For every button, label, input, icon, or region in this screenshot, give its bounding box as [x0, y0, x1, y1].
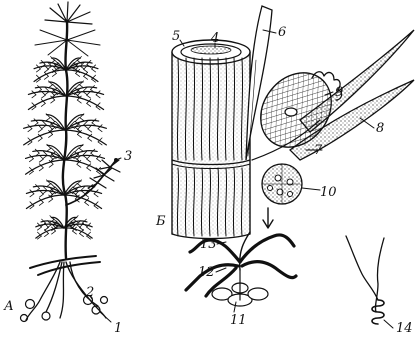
internode-cylinder	[172, 40, 250, 239]
arrow-down	[263, 208, 273, 228]
label-12: 12	[198, 265, 215, 280]
rhizome	[30, 256, 100, 275]
label-3: 3	[124, 149, 132, 164]
label-panel-b: Б	[155, 214, 166, 229]
label-1: 1	[114, 321, 122, 336]
panel-a-plant	[21, 2, 121, 322]
label-8: 8	[376, 121, 384, 136]
branchlets	[88, 158, 120, 188]
label-14: 14	[396, 321, 413, 336]
label-2: 2	[85, 285, 94, 300]
label-4: 4	[210, 31, 219, 46]
label-13: 13	[200, 237, 217, 252]
label-5: 5	[172, 29, 180, 44]
label-9: 9	[335, 85, 343, 100]
label-11: 11	[230, 313, 247, 328]
label-panel-a: А	[3, 299, 14, 314]
label-6: 6	[278, 25, 286, 40]
spermatozoids	[346, 236, 384, 324]
antheridium	[262, 164, 302, 204]
label-7: 7	[314, 143, 323, 158]
label-10: 10	[320, 185, 337, 200]
leaf-whorl	[36, 216, 92, 239]
